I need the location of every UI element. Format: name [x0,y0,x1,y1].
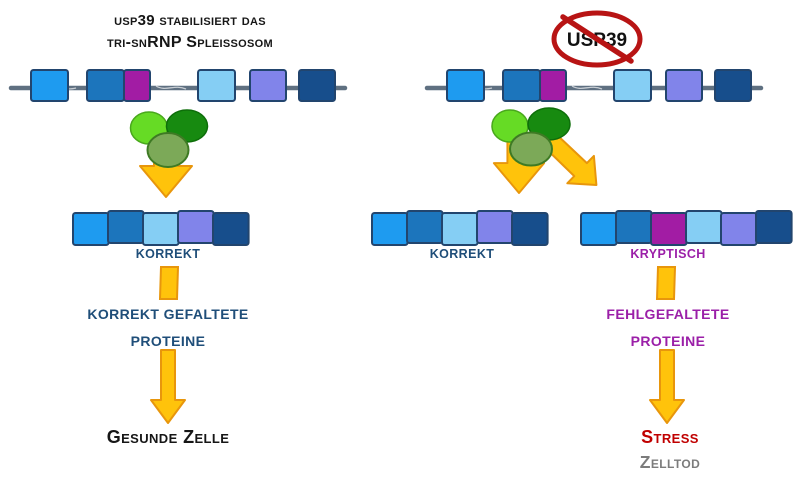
mrna-kryptisch [580,210,793,246]
spliceosome-left [129,109,209,168]
exon-box [406,210,444,244]
pre-mrna-right [424,69,764,102]
exon-box [197,69,236,102]
outcome-healthy-cell: Gesunde Zelle [106,427,230,447]
outcome-stress: Stress [641,427,699,447]
exon-box [86,69,125,102]
spliceosome-right [491,107,571,167]
exon-box [441,212,479,246]
exon-box [511,212,549,246]
exon-box [502,69,541,102]
protein-left-line-2: PROTEINE [130,333,206,349]
exon-box [720,212,758,246]
pre-mrna-left [8,69,348,102]
prohibition-slash-icon [560,14,634,64]
exon-box [371,212,409,246]
exon-box [142,212,180,246]
title-line-2: tri-snRNP Spleissosom [107,34,273,51]
exon-box [446,69,485,102]
exon-box [249,69,287,102]
exon-box [615,210,653,244]
snrnp-olive-green-icon [509,131,553,167]
prohibition-circle-icon [551,10,643,68]
exon-box [30,69,69,102]
protein-right-line-2: PROTEINE [630,333,706,349]
exon-box [714,69,752,102]
mrna-korrekt-left [72,210,250,246]
label-kryptisch: KRYPTISCH [630,247,706,261]
protein-text-left: KORREKT GEFALTETE PROTEINE [48,301,288,355]
exon-box [476,210,514,244]
arrow-segment-right [655,266,677,300]
snrnp-olive-green-icon [146,132,190,168]
exon-box [107,210,145,244]
label-korrekt-right: KORREKT [429,247,495,261]
exon-box [298,69,336,102]
exon-box [650,212,688,246]
arrow-to-outcome-right [649,349,685,424]
exon-box [755,210,793,244]
exon-box [212,212,250,246]
usp39-prohibition-sign: USP39 [551,10,643,68]
exon-box [539,69,567,102]
label-korrekt-left: KORREKT [135,247,201,261]
exon-box [580,212,618,246]
exon-box [613,69,652,102]
exon-box [177,210,215,244]
exon-box [72,212,110,246]
diagram-title: usp39 stabilisiert das tri-snRNP Spleiss… [55,10,325,54]
arrow-to-outcome-left [150,349,186,424]
protein-right-line-1: FEHLGEFALTETE [606,306,730,322]
protein-text-right: FEHLGEFALTETE PROTEINE [548,301,788,355]
mrna-korrekt-right [371,210,549,246]
exon-box [685,210,723,244]
arrow-segment-left [158,266,180,300]
title-line-1: usp39 stabilisiert das [114,12,266,29]
protein-left-line-1: KORREKT GEFALTETE [87,306,249,322]
exon-box [665,69,703,102]
exon-box [123,69,151,102]
outcome-cell-death: Zelltod [639,452,701,472]
